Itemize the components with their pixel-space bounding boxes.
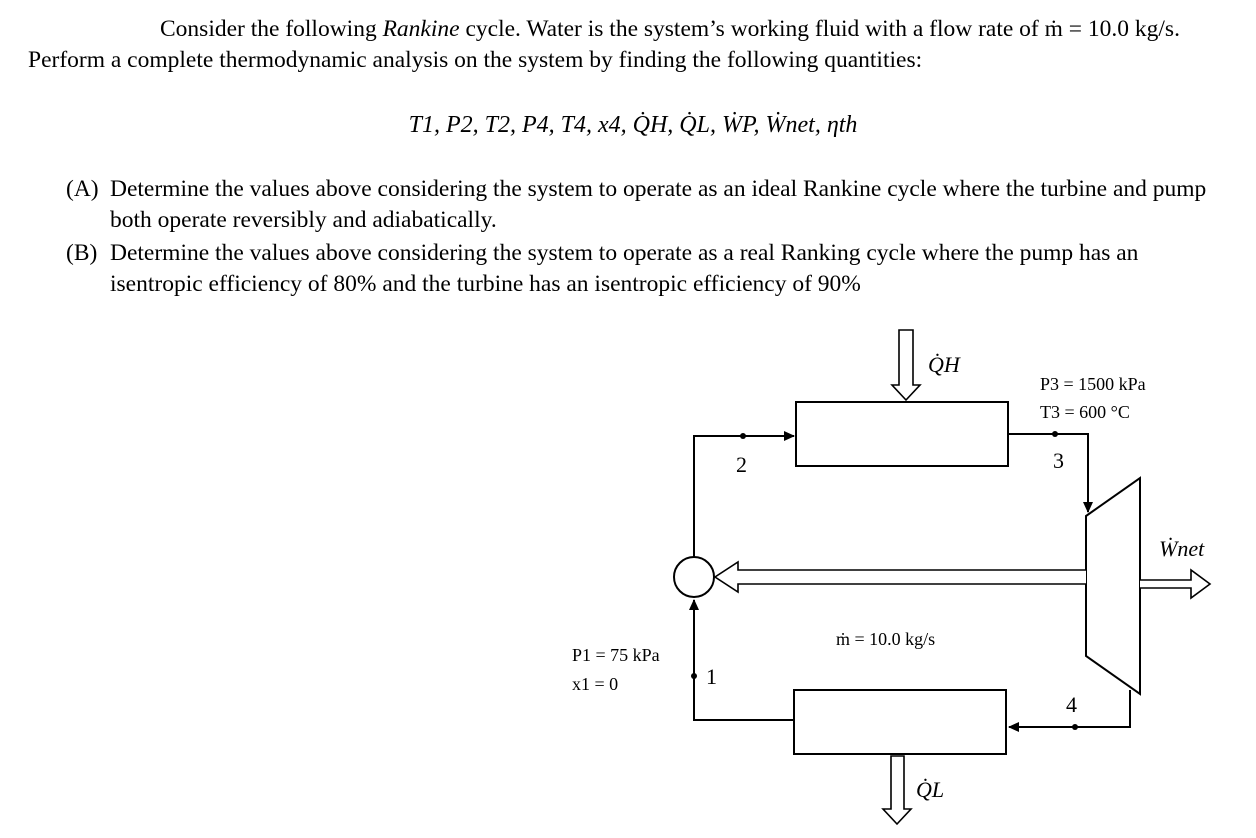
qh-label: Q̇H — [928, 352, 961, 377]
parts-list: (A) Determine the values above consideri… — [66, 174, 1236, 302]
part-a-text: Determine the values above considering t… — [110, 176, 1207, 233]
intro-text-2: cycle. Water is the system’s working flu… — [28, 16, 1180, 73]
part-b: (B) Determine the values above consideri… — [66, 238, 1236, 300]
turbine — [1085, 476, 1141, 696]
line-4-turbine-to-condenser — [1008, 690, 1131, 732]
state3-pressure: P3 = 1500 kPa — [1040, 374, 1146, 394]
intro-rankine: Rankine — [382, 16, 460, 42]
work-out-arrow-icon — [1140, 568, 1212, 600]
state3-temperature: T3 = 600 °C — [1040, 402, 1130, 422]
node-2-label: 2 — [736, 452, 747, 477]
node-3-label: 3 — [1053, 448, 1064, 473]
part-b-label: (B) — [66, 240, 98, 266]
line-2-pump-to-boiler — [693, 431, 795, 557]
ql-label: Q̇L — [916, 777, 944, 802]
node-1 — [691, 673, 697, 679]
mass-flow-label: ṁ = 10.0 kg/s — [836, 629, 935, 649]
intro-text-1: Consider the following — [160, 16, 383, 42]
line-3-boiler-to-turbine — [1008, 433, 1093, 513]
state1-pressure: P1 = 75 kPa — [572, 645, 660, 665]
pump — [673, 556, 715, 598]
condenser-box — [793, 689, 1007, 755]
part-a-label: (A) — [66, 176, 99, 202]
node-4 — [1072, 724, 1078, 730]
wnet-label: Ẇnet — [1159, 536, 1205, 561]
line-1-condenser-to-pump — [689, 599, 794, 721]
state1-quality: x1 = 0 — [572, 674, 618, 694]
node-4-label: 4 — [1066, 692, 1077, 717]
heat-in-arrow-icon — [890, 329, 922, 402]
heat-out-arrow-icon — [881, 755, 913, 826]
boiler-box — [795, 401, 1009, 467]
problem-statement: Consider the following Rankine cycle. Wa… — [28, 14, 1238, 76]
shaft-arrow-icon — [713, 560, 1086, 594]
part-a: (A) Determine the values above consideri… — [66, 174, 1236, 236]
part-b-text: Determine the values above considering t… — [110, 240, 1139, 297]
node-2 — [740, 433, 746, 439]
node-1-label: 1 — [706, 664, 717, 689]
quantities-list: T1, P2, T2, P4, T4, x4, Q̇H, Q̇L, ẆP, Ẇn… — [408, 112, 858, 138]
node-3 — [1052, 431, 1058, 437]
